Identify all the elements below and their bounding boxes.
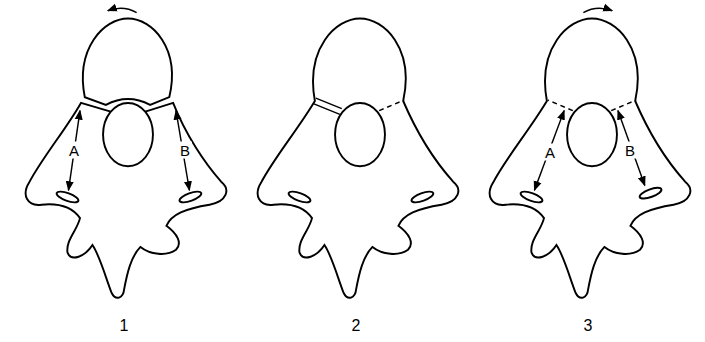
vertebral-canal	[335, 103, 385, 166]
vertebral-canal	[567, 103, 617, 166]
vertebral-body	[83, 18, 172, 104]
measure-arrow	[534, 111, 564, 191]
arch-outline	[26, 103, 227, 298]
junction-dashed	[379, 100, 404, 111]
measure-arrow	[618, 111, 645, 186]
part-label: A	[67, 142, 81, 159]
vertebra-outline	[258, 18, 459, 297]
facet	[410, 189, 434, 204]
facet	[178, 189, 202, 204]
figure-number: 2	[350, 317, 363, 335]
vertebra-figure	[490, 8, 691, 297]
figure-number: 1	[118, 317, 131, 335]
part-label: A	[543, 144, 557, 161]
vertebra-figure	[258, 18, 459, 297]
rotation-arrow	[583, 8, 612, 12]
facet	[519, 189, 543, 204]
vertebral-canal	[103, 103, 153, 166]
vertebra-figure	[26, 8, 227, 297]
part-label: B	[623, 142, 637, 159]
junction-dashed	[548, 100, 636, 111]
facet	[287, 189, 311, 204]
junction-line	[314, 98, 342, 114]
part-label: B	[178, 142, 192, 159]
facet	[55, 189, 79, 204]
figure-number: 3	[582, 317, 595, 335]
rotation-arrow	[108, 8, 137, 12]
vertebra-outline	[490, 18, 691, 297]
facet	[638, 186, 662, 201]
